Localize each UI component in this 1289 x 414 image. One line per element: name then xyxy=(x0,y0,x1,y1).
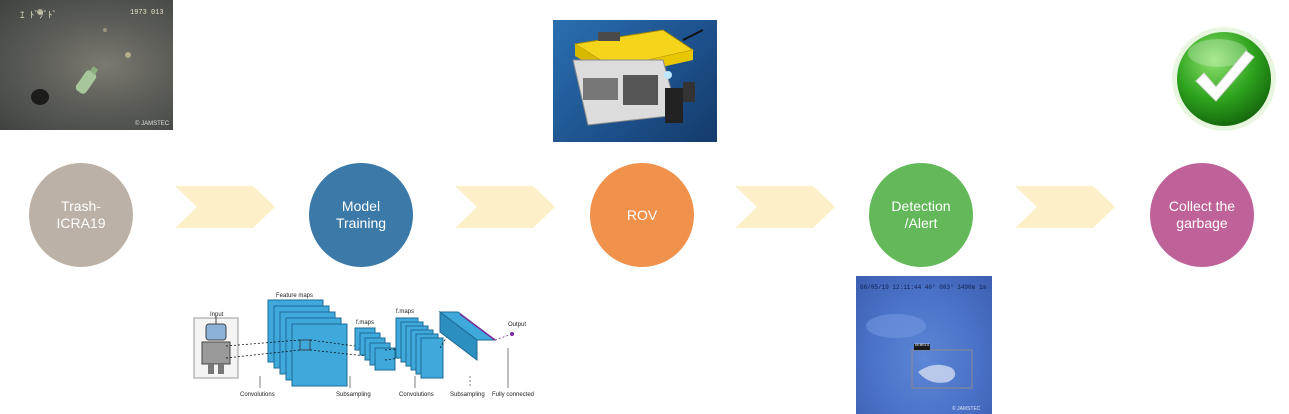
detection-box-label: DEBRIS xyxy=(915,344,930,348)
flow-arrow-1 xyxy=(175,186,275,228)
flow-arrow-3 xyxy=(735,186,835,228)
cnn-input-label: Input xyxy=(210,312,224,318)
cnn-fully-connected-label: Fully connected xyxy=(492,392,534,398)
cnn-feature-maps-label: Feature maps xyxy=(276,293,313,299)
stage-label: ROV xyxy=(626,206,658,223)
seafloor-photo-glyphs: ｴ ﾄﾞﾂﾞﾄﾞ xyxy=(20,10,57,21)
rov-photo xyxy=(553,20,717,142)
rov-graphic xyxy=(572,29,704,126)
cnn-subsampling-label-1: Subsampling xyxy=(336,392,371,398)
detection-photo-graphic xyxy=(866,314,973,389)
cnn-subsampling-label-2: Subsampling xyxy=(450,392,485,398)
cnn-fmaps-label-2: f.maps xyxy=(396,309,414,315)
fmaps-stack-1 xyxy=(354,327,396,371)
detection-photo-credit: © JAMSTEC xyxy=(952,406,981,412)
detection-photo: 06/05/19 12:11:44 40° 083° 3490m 1m DEBR… xyxy=(856,276,992,414)
cnn-convolutions-label-1: Convolutions xyxy=(240,392,275,398)
feature-maps-stack xyxy=(267,299,348,387)
stage-collect-garbage: Collect the garbage xyxy=(1150,163,1254,267)
stage-label: Collect the garbage xyxy=(1168,198,1236,231)
flow-arrow-4 xyxy=(1015,186,1115,228)
stage-label: Model Training xyxy=(335,198,387,231)
stage-model-training: Model Training xyxy=(309,163,413,267)
seafloor-photo-credit: © JAMSTEC xyxy=(135,121,170,127)
stage-trash-icra19: Trash-ICRA19 xyxy=(29,163,133,267)
cnn-convolutions-label-2: Convolutions xyxy=(399,392,434,398)
stage-detection-alert: Detection /Alert xyxy=(869,163,973,267)
stage-label: Trash-ICRA19 xyxy=(56,198,106,231)
stage-rov: ROV xyxy=(590,163,694,267)
cnn-fmaps-label-1: f.maps xyxy=(356,320,374,326)
detection-photo-top-text: 06/05/19 12:11:44 40° 083° 3490m 1m xyxy=(860,284,987,291)
seafloor-trash-photo: ｴ ﾄﾞﾂﾞﾄﾞ 1973 013 © JAMSTEC xyxy=(0,0,173,130)
cnn-architecture-diagram: Input Feature maps f.maps f.maps xyxy=(193,293,534,398)
cnn-output-label: Output xyxy=(508,322,526,328)
seafloor-photo-overlay-text: 1973 013 xyxy=(130,9,164,17)
seafloor-photo-graphic: ｴ ﾄﾞﾂﾞﾄﾞ xyxy=(20,9,131,105)
flow-arrow-2 xyxy=(455,186,555,228)
stage-label: Detection /Alert xyxy=(891,198,951,231)
fmaps-stack-2 xyxy=(395,317,444,379)
green-check-icon xyxy=(1172,27,1276,131)
